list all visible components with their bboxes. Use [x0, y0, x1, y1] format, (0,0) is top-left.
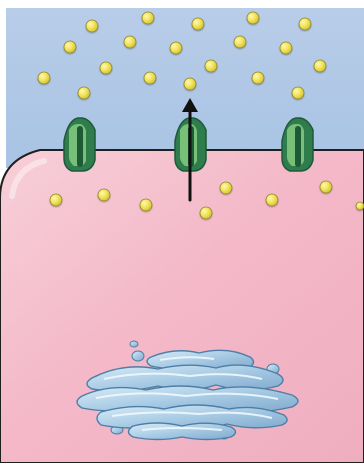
particle	[140, 199, 152, 211]
particle	[299, 18, 311, 30]
particle	[38, 72, 50, 84]
particle	[280, 42, 292, 54]
particle	[314, 60, 326, 72]
particle	[356, 202, 364, 210]
particle	[124, 36, 136, 48]
particle	[100, 62, 112, 74]
particle	[320, 181, 332, 193]
particle	[200, 207, 212, 219]
particle	[192, 18, 204, 30]
particle	[50, 194, 62, 206]
membrane-channel-right	[282, 118, 313, 171]
particle	[144, 72, 156, 84]
particle	[205, 60, 217, 72]
particle	[292, 87, 304, 99]
particle	[266, 194, 278, 206]
particle	[252, 72, 264, 84]
particle	[220, 182, 232, 194]
golgi-cisterna	[129, 423, 236, 440]
particle	[234, 36, 246, 48]
particle	[98, 189, 110, 201]
particle	[64, 41, 76, 53]
particle	[142, 12, 154, 24]
particle	[184, 78, 196, 90]
particle	[86, 20, 98, 32]
particle	[170, 42, 182, 54]
membrane-channel-left	[64, 118, 95, 171]
particle	[247, 12, 259, 24]
particle	[78, 87, 90, 99]
